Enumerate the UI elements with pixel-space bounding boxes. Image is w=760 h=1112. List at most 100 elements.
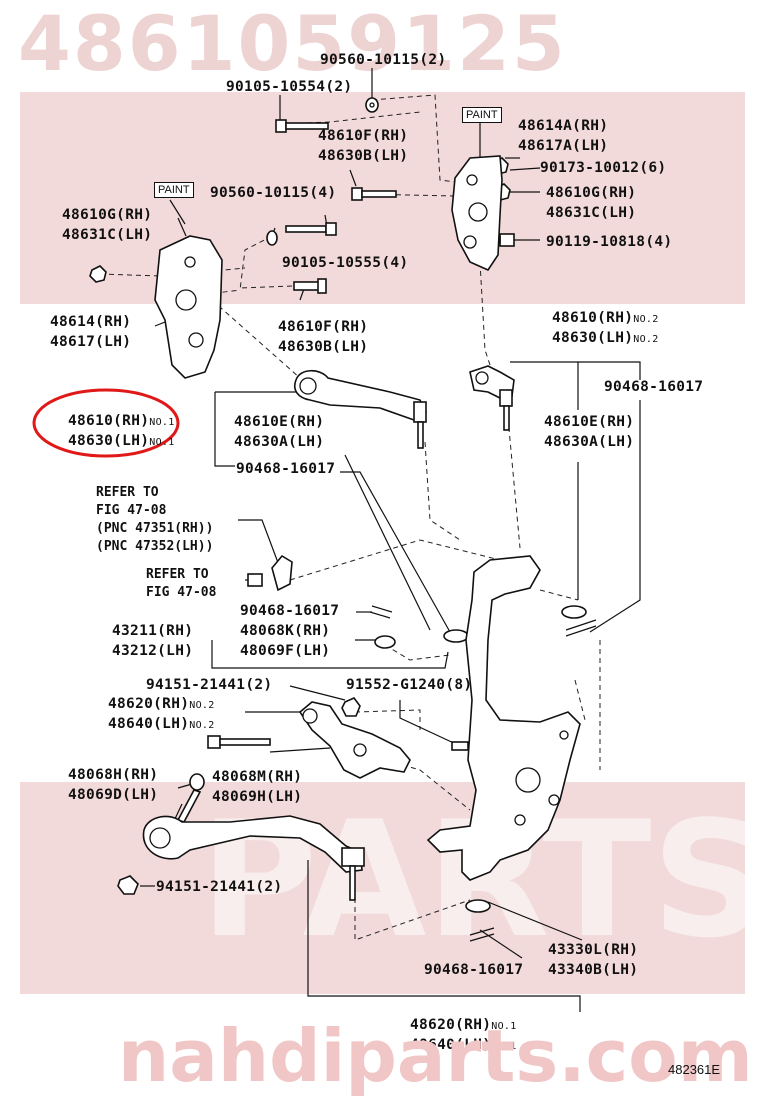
leader-line xyxy=(349,169,357,187)
label-90119: 90119-10818(4) xyxy=(546,234,673,250)
label-48610E-mid: 48610E(RH) xyxy=(234,414,325,430)
label-48610-no1: 48610(RH)NO.1 xyxy=(68,413,175,429)
bracket-48614A xyxy=(451,155,503,272)
label-no1-marker: NO.1 xyxy=(491,1021,517,1032)
bolt-lower-arm xyxy=(207,735,271,749)
upper-arm-no1 xyxy=(294,369,428,449)
leader-line xyxy=(211,640,449,669)
label-no1-marker: NO.1 xyxy=(149,437,175,448)
label-48620-no2: 48620(RH)NO.2 xyxy=(108,696,215,712)
bolt-refer xyxy=(247,573,263,587)
guide-line xyxy=(384,644,451,661)
watermark-band-bottom xyxy=(20,782,745,994)
leader-line xyxy=(307,860,581,1012)
nut-94151-top xyxy=(341,697,361,717)
refer-line: REFER TO xyxy=(146,567,209,582)
label-90468-right: 90468-16017 xyxy=(604,379,704,395)
label-90560-mid: 90560-10115(4) xyxy=(210,185,337,201)
label-43340B: 43340B(LH) xyxy=(548,962,639,978)
leader-line xyxy=(177,217,187,237)
watermark-band-top xyxy=(20,92,745,304)
label-48620-no1: 48620(RH)NO.1 xyxy=(410,1017,517,1033)
leader-line xyxy=(269,747,331,753)
refer-line: (PNC 47351(RH)) xyxy=(96,521,214,536)
leader-line xyxy=(289,685,346,701)
guide-line xyxy=(354,709,421,730)
label-48614: 48614(RH) xyxy=(50,314,132,330)
leader-line xyxy=(238,519,281,569)
label-90173: 90173-10012(6) xyxy=(540,160,667,176)
guide-line xyxy=(359,193,456,197)
label-48630-no2: 48630(LH)NO.2 xyxy=(552,330,659,346)
guide-line xyxy=(424,441,461,541)
refer-line: FIG 47-08 xyxy=(96,503,167,518)
guide-line xyxy=(507,417,521,549)
cotter-pin-mid xyxy=(369,605,393,619)
label-48069H: 48069H(LH) xyxy=(212,789,303,805)
leader-line xyxy=(589,400,641,633)
leader-line xyxy=(578,361,641,380)
washer-mid xyxy=(266,230,278,246)
label-90468-mid: 90468-16017 xyxy=(236,461,336,477)
label-94151-top: 94151-21441(2) xyxy=(146,677,273,693)
label-no2-marker: NO.2 xyxy=(633,314,659,325)
nut-left xyxy=(89,265,107,283)
label-48630B-top: 48630B(LH) xyxy=(318,148,409,164)
leader-line xyxy=(509,167,541,171)
guide-line xyxy=(239,235,273,291)
label-no1-marker: NO.1 xyxy=(149,417,175,428)
label-43330L: 43330L(RH) xyxy=(548,942,639,958)
label-90105-top: 90105-10554(2) xyxy=(226,79,353,95)
label-48630-no1: 48630(LH)NO.1 xyxy=(68,433,175,449)
label-48610F-mid: 48610F(RH) xyxy=(278,319,369,335)
steering-knuckle-43211 xyxy=(426,555,581,881)
refer-line: (PNC 47352(LH)) xyxy=(96,539,214,554)
bolt-90105-mid xyxy=(285,222,337,236)
castle-nut-right xyxy=(561,605,587,619)
label-48631C-left: 48631C(LH) xyxy=(62,227,153,243)
label-48610G-left: 48610G(RH) xyxy=(62,207,153,223)
label-43212: 43212(LH) xyxy=(112,643,194,659)
leader-line xyxy=(214,392,235,467)
label-48068M: 48068M(RH) xyxy=(212,769,303,785)
watermark-part-number: 4861059125 xyxy=(18,0,567,88)
guide-line xyxy=(354,880,471,941)
guide-line xyxy=(479,261,496,381)
guide-line xyxy=(211,299,301,379)
leader-line xyxy=(510,361,579,410)
label-48640-no2: 48640(LH)NO.2 xyxy=(108,716,215,732)
label-48617A: 48617A(LH) xyxy=(518,138,609,154)
label-48610G-right: 48610G(RH) xyxy=(546,185,637,201)
highlight-circle xyxy=(32,388,180,458)
guide-line xyxy=(239,285,293,289)
leader-line xyxy=(399,700,459,746)
bolt-90105-top xyxy=(275,119,329,133)
label-48068H: 48068H(RH) xyxy=(68,767,159,783)
label-90105-mid: 90105-10555(4) xyxy=(282,255,409,271)
bolt-48068H xyxy=(176,773,205,823)
leader-line xyxy=(340,471,451,633)
label-48069D: 48069D(LH) xyxy=(68,787,159,803)
cotter-pin-bottom xyxy=(469,927,495,942)
label-90560-top: 90560-10115(2) xyxy=(320,52,447,68)
castle-nut-mid xyxy=(374,635,396,649)
nut-94151-bottom xyxy=(117,875,139,895)
guide-line xyxy=(574,679,586,721)
label-91552: 91552-G1240(8) xyxy=(346,677,473,693)
label-no2-marker: NO.2 xyxy=(189,720,215,731)
label-no2-marker: NO.2 xyxy=(189,700,215,711)
refer-bracket xyxy=(271,554,293,592)
lower-arm-no2 xyxy=(298,701,411,779)
label-48610E-right: 48610E(RH) xyxy=(544,414,635,430)
label-48069F: 48069F(LH) xyxy=(240,643,331,659)
label-48610F-top: 48610F(RH) xyxy=(318,128,409,144)
castle-nut-knuckle xyxy=(443,629,469,643)
leader-line xyxy=(487,901,583,941)
label-90468-bottom: 90468-16017 xyxy=(424,962,524,978)
leader-line xyxy=(169,199,186,225)
label-43211: 43211(RH) xyxy=(112,623,194,639)
bracket-48614 xyxy=(154,235,223,379)
leader-line xyxy=(479,929,523,959)
